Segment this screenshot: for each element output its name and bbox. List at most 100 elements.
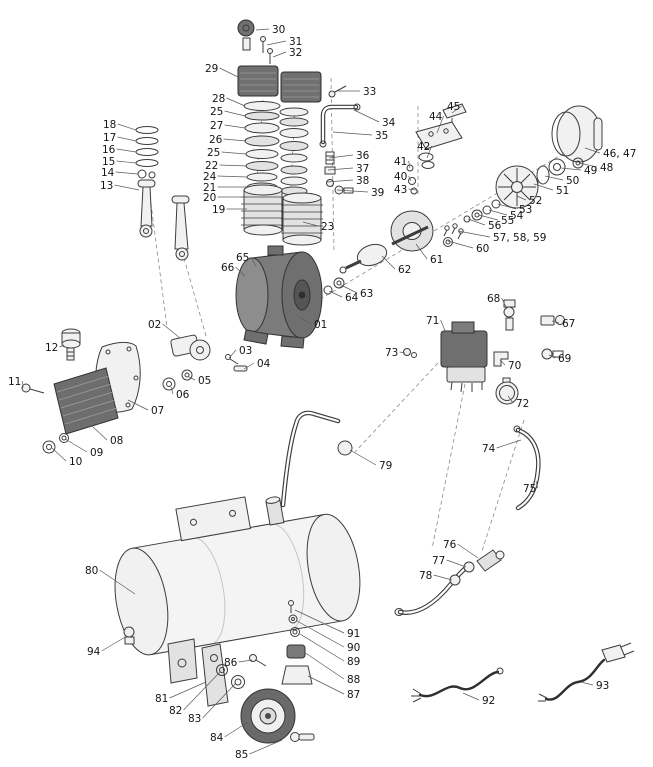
part-label-82: 82 — [169, 705, 182, 717]
part-label-46-47: 46, 47 — [603, 148, 636, 160]
safety-valve — [503, 299, 516, 331]
intake-filter-cap — [237, 19, 255, 37]
part-label-41: 41 — [394, 156, 407, 168]
leader-line-15 — [116, 160, 137, 164]
part-label-87: 87 — [347, 689, 360, 701]
leader-line-31 — [266, 40, 287, 46]
leader-line-71 — [440, 319, 447, 334]
leader-line-35 — [332, 131, 373, 136]
leader-line-03 — [228, 349, 237, 359]
check-valve — [476, 549, 502, 572]
leader-line-07 — [127, 399, 149, 411]
cylinder-cover — [53, 367, 119, 435]
part-label-30: 30 — [272, 24, 285, 36]
leader-line-30 — [255, 28, 270, 31]
left-cover-parts — [21, 328, 119, 454]
leader-line-55 — [478, 214, 499, 221]
pipe-nut — [463, 561, 475, 573]
part-label-56: 56 — [488, 220, 502, 232]
leader-line-45 — [451, 105, 462, 114]
leader-line-34 — [353, 109, 380, 123]
axle-washer — [231, 675, 245, 689]
valve-ball — [326, 179, 334, 187]
crank-disc — [189, 339, 211, 361]
crankcase-parts — [95, 334, 248, 413]
pressure-switch — [440, 321, 488, 393]
part-label-26: 26 — [209, 134, 223, 146]
leader-line-93 — [580, 681, 594, 686]
washer — [181, 369, 193, 381]
power-cord-plug — [538, 642, 635, 702]
head-bolt — [267, 48, 273, 54]
axle-washer — [216, 664, 228, 676]
part-label-15: 15 — [102, 156, 115, 168]
rotor — [390, 210, 434, 252]
leader-line-04 — [243, 362, 255, 370]
part-label-20: 20 — [203, 192, 216, 204]
leader-line-74 — [496, 439, 522, 449]
leader-line-84 — [224, 721, 249, 738]
leader-line-51 — [533, 183, 554, 191]
part-label-80: 80 — [85, 565, 98, 577]
leader-line-10 — [51, 447, 67, 462]
washer — [59, 433, 69, 443]
part-label-49: 49 — [584, 165, 597, 177]
part-label-88: 88 — [347, 674, 360, 686]
leader-line-82 — [183, 671, 221, 711]
part-label-45: 45 — [447, 101, 460, 113]
cylinder-left — [241, 184, 285, 236]
part-label-09: 09 — [90, 447, 103, 459]
part-label-78: 78 — [419, 570, 432, 582]
part-label-62: 62 — [398, 264, 411, 276]
part-label-55: 55 — [501, 215, 514, 227]
drain-valve — [123, 626, 135, 638]
power-cords — [411, 642, 635, 703]
leader-line-46-47 — [584, 147, 601, 154]
part-label-14: 14 — [101, 167, 115, 179]
leader-line-43 — [408, 188, 417, 191]
leader-line-78 — [433, 574, 453, 581]
part-label-38: 38 — [356, 175, 369, 187]
pipes — [394, 425, 541, 616]
part-label-31: 31 — [289, 36, 302, 48]
valve-spring — [325, 151, 335, 165]
part-label-90: 90 — [347, 642, 360, 654]
leader-line-39 — [336, 189, 369, 193]
leader-line-90 — [296, 620, 345, 648]
pipe-nut — [449, 574, 461, 586]
leader-line-49 — [560, 167, 582, 171]
leader-line-63 — [340, 284, 358, 294]
leader-line-23 — [302, 221, 319, 227]
small-washer — [406, 164, 414, 172]
part-label-11: 11 — [8, 376, 21, 388]
leader-line-26 — [223, 138, 247, 142]
filter-stem — [242, 37, 251, 51]
rubber-mount — [286, 644, 306, 659]
leader-line-25 — [221, 151, 247, 155]
valve-seat — [324, 166, 336, 175]
part-label-79: 79 — [379, 460, 392, 472]
inlet-fitting — [403, 348, 411, 356]
discharge-pipe — [515, 427, 541, 511]
part-label-54: 54 — [510, 210, 524, 222]
leader-line-24 — [217, 175, 248, 178]
leader-line-54 — [488, 209, 508, 216]
part-label-84: 84 — [210, 732, 224, 744]
pump-head-assembly — [135, 19, 361, 261]
part-label-75: 75 — [523, 483, 536, 495]
leader-line-80 — [99, 569, 136, 595]
part-label-83: 83 — [188, 713, 201, 725]
part-label-71: 71 — [426, 315, 439, 327]
tank-assembly — [114, 410, 361, 684]
outlet-fitting — [540, 315, 565, 326]
leader-line-13 — [114, 184, 140, 191]
axle-bolt — [290, 732, 300, 742]
leader-line-66 — [235, 266, 246, 277]
part-label-42: 42 — [417, 141, 430, 153]
tank-pipe — [397, 563, 471, 615]
leader-line-75 — [535, 480, 538, 489]
leader-line-65 — [250, 256, 257, 267]
part-label-03: 03 — [239, 345, 252, 357]
connecting-rod-right — [171, 195, 190, 261]
leader-line-08 — [91, 425, 108, 441]
